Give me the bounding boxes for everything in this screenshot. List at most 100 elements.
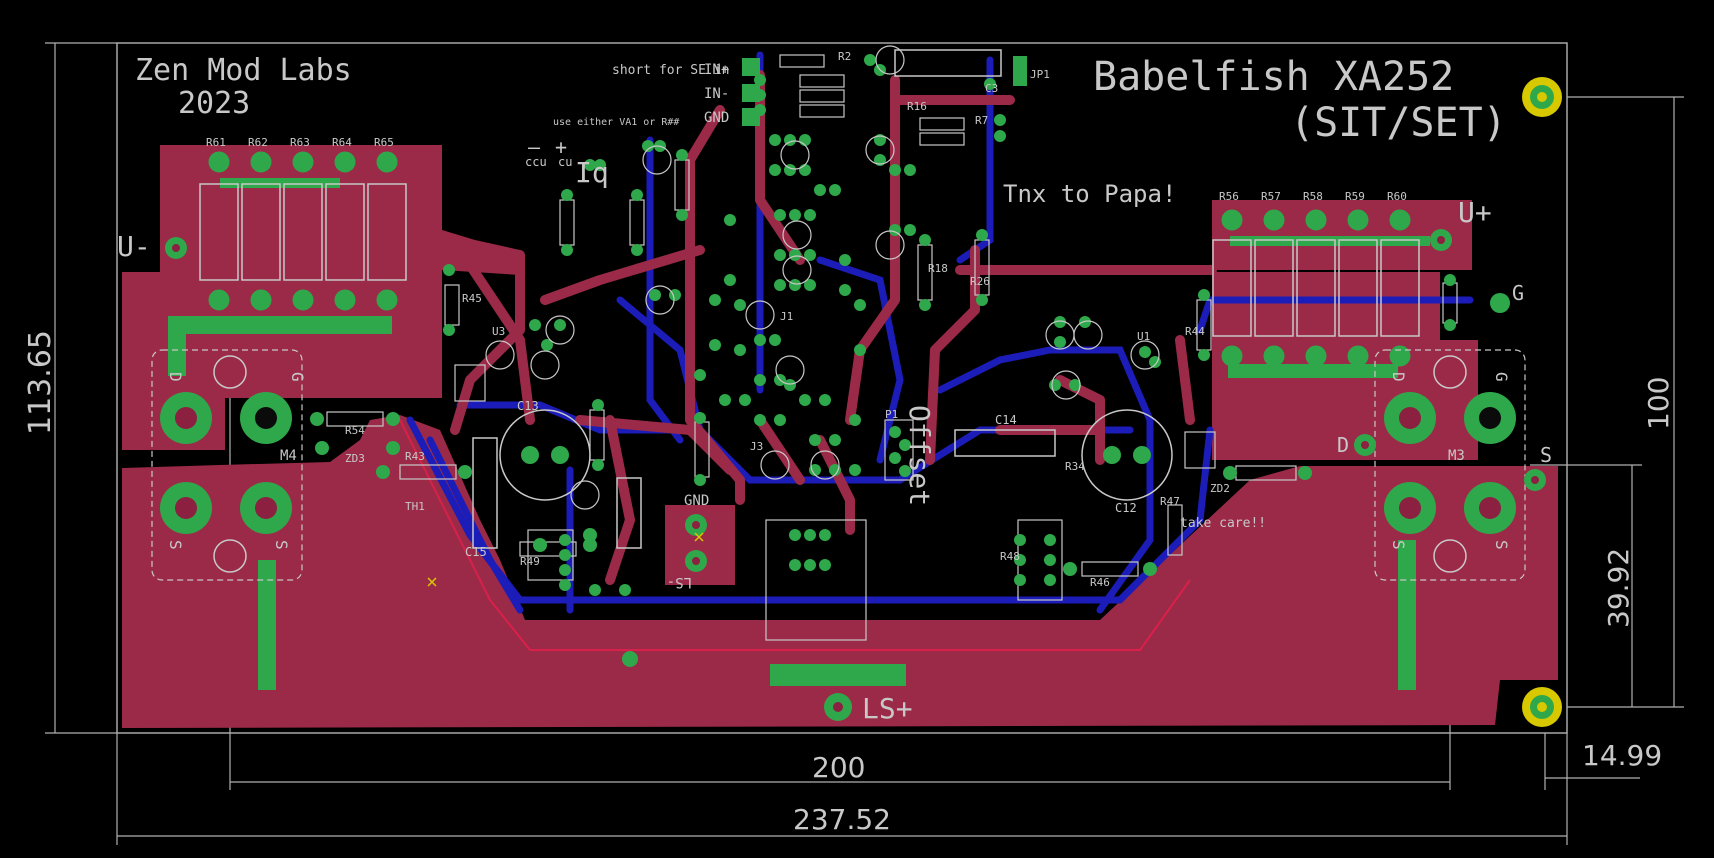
u-minus-label: U-: [117, 230, 151, 263]
m3-d-label: D: [1389, 372, 1408, 382]
part-label-j3: J3: [750, 440, 763, 453]
ls-plus-label: LS+: [862, 692, 913, 725]
part-label-r2: R2: [838, 50, 851, 63]
part-label-r44: R44: [1185, 325, 1205, 338]
part-label-r54: R54: [345, 424, 365, 437]
cu-label: cu: [558, 155, 572, 169]
part-label-c15: C15: [465, 545, 487, 559]
m4-drain-pad: [160, 392, 212, 444]
m3-s2-label: S: [1492, 540, 1511, 550]
resistor-labels: R61 R62 R63 R64 R65 R56 R57 R58 R59 R60: [206, 136, 1407, 203]
dim-right-height-label: 100: [1642, 377, 1675, 430]
ls-minus-label: LS-: [667, 574, 692, 590]
brand-label: Zen Mod Labs: [135, 53, 352, 88]
mosfet-pads: [160, 392, 1516, 534]
m3-gate-pad: [1464, 392, 1516, 444]
gnd-label: GND: [704, 110, 729, 126]
dim-width-total-label: 237.52: [793, 803, 891, 836]
part-label-c3: C3: [985, 82, 998, 95]
s-right-label: S: [1540, 443, 1552, 467]
part-label-r34: R34: [1065, 460, 1085, 473]
m4-s1-label: S: [166, 540, 185, 550]
m4-source-pad-1: [160, 482, 212, 534]
part-label-c13: C13: [517, 399, 539, 413]
part-label-zd3: ZD3: [345, 452, 365, 465]
resistor-pads: [208, 151, 1411, 367]
resistor-label-left: R64: [332, 136, 352, 149]
connector-pad-holes: [172, 236, 1539, 712]
part-label-j1: J1: [780, 310, 793, 323]
part-label-p1: P1: [885, 408, 898, 421]
mosfet-holes: [213, 355, 1467, 573]
mounting-hole-top-right: [1522, 77, 1562, 117]
resistor-label-left: R61: [206, 136, 226, 149]
part-label-r26: R26: [970, 275, 990, 288]
m3-s1-label: S: [1389, 540, 1408, 550]
resistor-bank-right: [1212, 239, 1420, 337]
part-label-c14: C14: [995, 413, 1017, 427]
board-subtitle: (SIT/SET): [1290, 100, 1507, 146]
plus-sign: +: [555, 135, 567, 159]
ccu-label: ccu: [525, 155, 547, 169]
part-label-zd2: ZD2: [1210, 482, 1230, 495]
m4-source-pad-2: [240, 482, 292, 534]
fiducial-markers: [427, 532, 704, 587]
dim-height-label: 113.65: [23, 330, 58, 435]
resistor-label-right: R59: [1345, 190, 1365, 203]
part-label-u1: U1: [1137, 330, 1150, 343]
part-label-r49: R49: [520, 555, 540, 568]
gnd2-label: GND: [684, 493, 709, 509]
dimension-lines: [45, 42, 1684, 845]
m4-d-label: D: [166, 372, 185, 382]
part-label-th1: TH1: [405, 500, 425, 513]
take-care-label: take care!!: [1180, 516, 1266, 531]
part-label-r7: R7: [975, 114, 988, 127]
mounting-hole-bottom-right: [1522, 687, 1562, 727]
part-label-r48: R48: [1000, 550, 1020, 563]
resistor-label-left: R63: [290, 136, 310, 149]
u-plus-label: U+: [1458, 196, 1492, 229]
mounting-holes: [1522, 77, 1562, 727]
minus-sign: –: [528, 135, 541, 159]
part-label-r18: R18: [928, 262, 948, 275]
part-label-c12: C12: [1115, 501, 1137, 515]
small-pads: [165, 140, 1546, 667]
board-outline: [116, 42, 1568, 734]
via-fields: [168, 178, 1430, 690]
resistor-label-left: R62: [248, 136, 268, 149]
resistor-bank-left: [199, 183, 407, 281]
dim-right-offset-label: 14.99: [1582, 739, 1662, 772]
part-label-r16: R16: [907, 100, 927, 113]
resistor-label-right: R60: [1387, 190, 1407, 203]
board-title: Babelfish XA252: [1093, 54, 1454, 100]
trace-outlines: [399, 419, 1191, 651]
m4-ref-label: M4: [280, 448, 297, 464]
m4-gate-pad: [240, 392, 292, 444]
transistor-outlines: [485, 45, 1160, 510]
silkscreen-text: Zen Mod Labs 2023 Babelfish XA252 (SIT/S…: [117, 53, 1552, 725]
part-label-r45: R45: [462, 292, 482, 305]
part-label-u3: U3: [492, 325, 505, 338]
in-minus-label: IN-: [704, 86, 729, 102]
d-right-label: D: [1337, 433, 1349, 457]
m3-ref-label: M3: [1448, 448, 1465, 464]
resistor-label-right: R58: [1303, 190, 1323, 203]
cap-pads: [472, 49, 1151, 549]
part-labels: C13 C15 C12 C14 C3 R54 ZD3 R43 TH1 R49 R…: [345, 50, 1230, 589]
m3-source-pad-1: [1384, 482, 1436, 534]
short-note-label: short for SE in: [612, 63, 729, 78]
g-right-label: G: [1512, 281, 1524, 305]
resistor-label-right: R56: [1219, 190, 1239, 203]
jp1-label: JP1: [1030, 68, 1050, 81]
in-plus-label: IN+: [704, 62, 729, 78]
resistor-label-right: R57: [1261, 190, 1281, 203]
part-label-r43: R43: [405, 450, 425, 463]
part-label-r47: R47: [1160, 495, 1180, 508]
m4-s2-label: S: [272, 540, 291, 550]
m3-source-pad-2: [1464, 482, 1516, 534]
dim-right-lower-label: 39.92: [1602, 548, 1635, 628]
dimension-labels: 113.65 200 237.52 100 39.92 14.99: [23, 330, 1675, 836]
credit-label: Tnx to Papa!: [1003, 180, 1176, 208]
m3-g-label: G: [1492, 372, 1511, 382]
